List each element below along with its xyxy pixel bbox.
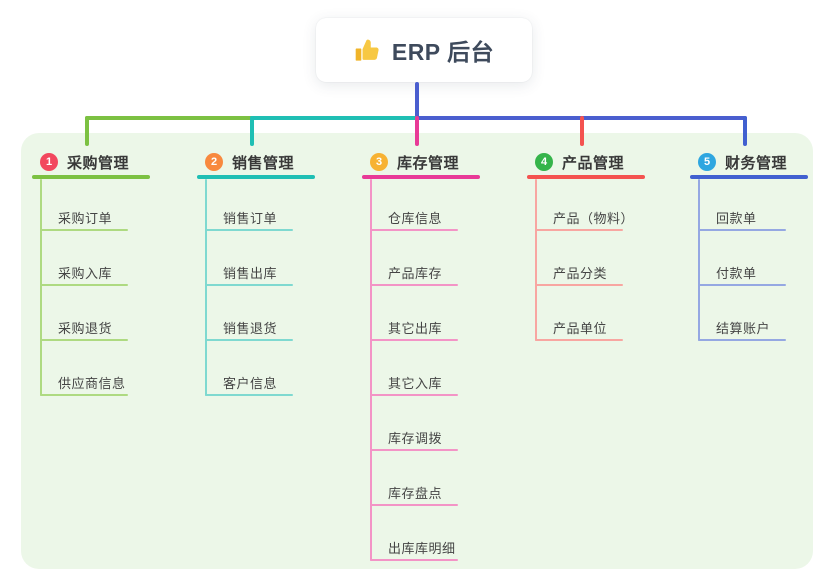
branch-drop-line-1 (85, 116, 89, 146)
branch-underline-4 (527, 175, 645, 179)
branch-underline-2 (197, 175, 315, 179)
root-stem-line (415, 82, 419, 120)
branch-node-3[interactable]: 3 库存管理 (370, 150, 459, 174)
branch-title: 产品管理 (562, 154, 625, 172)
branch-title: 销售管理 (232, 154, 295, 172)
root-label: ERP 后台 (391, 39, 495, 65)
child-underline (40, 339, 128, 341)
branch-spine-line (370, 179, 372, 561)
child-node[interactable]: 采购订单 (58, 211, 113, 226)
branch-drop-line-5 (743, 116, 747, 146)
child-underline (40, 229, 128, 231)
child-node[interactable]: 库存盘点 (388, 486, 443, 501)
child-node[interactable]: 仓库信息 (388, 211, 443, 226)
branch-node-1[interactable]: 1 采购管理 (40, 150, 129, 174)
child-node[interactable]: 销售出库 (223, 266, 278, 281)
child-underline (40, 284, 128, 286)
branches-panel (21, 133, 813, 569)
child-underline (698, 229, 786, 231)
child-underline (370, 284, 458, 286)
child-node[interactable]: 产品库存 (388, 266, 443, 281)
child-underline (205, 229, 293, 231)
branch-spine-line (205, 179, 207, 396)
child-node[interactable]: 销售退货 (223, 321, 278, 336)
branch-title: 采购管理 (67, 154, 130, 172)
branch-underline-1 (32, 175, 150, 179)
bus-segment-teal (250, 116, 419, 120)
child-underline (535, 284, 623, 286)
branch-number-badge: 2 (205, 153, 223, 171)
branch-drop-line-2 (250, 116, 254, 146)
branch-number-badge: 3 (370, 153, 388, 171)
child-underline (370, 229, 458, 231)
branch-node-5[interactable]: 5 财务管理 (698, 150, 787, 174)
child-node[interactable]: 销售订单 (223, 211, 278, 226)
child-underline (205, 339, 293, 341)
child-underline (205, 394, 293, 396)
bus-segment-green (85, 116, 254, 120)
child-node[interactable]: 其它入库 (388, 376, 443, 391)
child-underline (370, 559, 458, 561)
branch-node-2[interactable]: 2 销售管理 (205, 150, 294, 174)
branch-number-badge: 5 (698, 153, 716, 171)
branch-spine-line (535, 179, 537, 341)
child-underline (205, 284, 293, 286)
child-node[interactable]: 结算账户 (716, 321, 771, 336)
child-node[interactable]: 产品（物料） (553, 211, 635, 226)
child-node[interactable]: 回款单 (716, 211, 757, 226)
child-node[interactable]: 采购入库 (58, 266, 113, 281)
branch-number-badge: 1 (40, 153, 58, 171)
branch-spine-line (40, 179, 42, 396)
branch-title: 库存管理 (397, 154, 460, 172)
branch-underline-3 (362, 175, 480, 179)
child-node[interactable]: 产品单位 (553, 321, 608, 336)
branch-spine-line (698, 179, 700, 341)
child-node[interactable]: 产品分类 (553, 266, 608, 281)
child-underline (698, 284, 786, 286)
child-node[interactable]: 采购退货 (58, 321, 113, 336)
child-underline (535, 229, 623, 231)
branch-drop-line-3 (415, 116, 419, 146)
child-underline (370, 339, 458, 341)
child-underline (698, 339, 786, 341)
root-node[interactable]: ERP 后台 (316, 18, 532, 82)
child-node[interactable]: 其它出库 (388, 321, 443, 336)
branch-underline-5 (690, 175, 808, 179)
branch-title: 财务管理 (725, 154, 788, 172)
child-underline (370, 449, 458, 451)
child-underline (370, 504, 458, 506)
child-node[interactable]: 付款单 (716, 266, 757, 281)
child-node[interactable]: 供应商信息 (58, 376, 126, 391)
thumbs-up-icon (355, 39, 379, 61)
child-underline (370, 394, 458, 396)
child-node[interactable]: 库存调拨 (388, 431, 443, 446)
child-node[interactable]: 出库库明细 (388, 541, 456, 556)
branch-node-4[interactable]: 4 产品管理 (535, 150, 624, 174)
child-underline (40, 394, 128, 396)
branch-number-badge: 4 (535, 153, 553, 171)
child-underline (535, 339, 623, 341)
branch-drop-line-4 (580, 116, 584, 146)
child-node[interactable]: 客户信息 (223, 376, 278, 391)
